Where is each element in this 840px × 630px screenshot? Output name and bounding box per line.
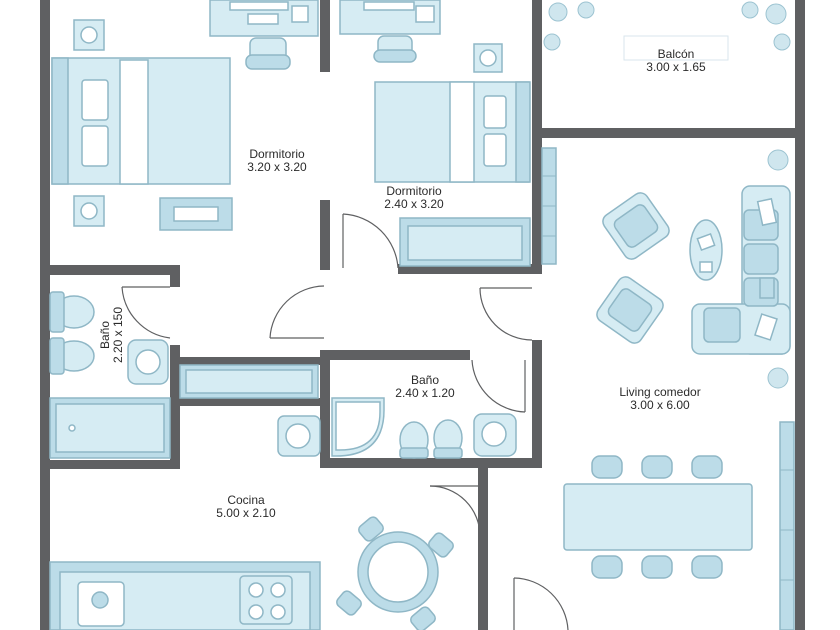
door-swing-icon	[513, 577, 569, 630]
toilet-icon	[433, 419, 463, 459]
walls	[40, 0, 805, 630]
bathtub-icon	[49, 397, 171, 459]
dormitorio-1-furniture	[51, 0, 319, 231]
room-label-living: Living comedor 3.00 x 6.00	[590, 386, 730, 412]
window-icon	[541, 147, 557, 265]
door-swing-icon	[342, 213, 399, 269]
living-furniture	[541, 147, 795, 630]
bed-icon	[51, 57, 231, 185]
room-size: 2.40 x 1.20	[395, 386, 455, 400]
sink-icon	[127, 339, 169, 385]
door-swings	[121, 213, 569, 630]
window-icon	[779, 421, 795, 630]
toilet-icon	[49, 291, 95, 333]
stove-icon	[239, 575, 293, 625]
door-swing-icon	[471, 359, 526, 413]
room-size: 3.20 x 3.20	[247, 160, 307, 174]
door-swing-icon	[121, 286, 171, 339]
shower-icon	[331, 397, 385, 457]
room-label-balcon: Balcón 3.00 x 1.65	[624, 48, 728, 74]
room-name: Dormitorio	[386, 184, 442, 198]
bed-icon	[374, 81, 531, 183]
room-label-dormitorio-1: Dormitorio 3.20 x 3.20	[227, 148, 327, 174]
room-label-bano-1: Baño 2.20 x 150	[98, 285, 125, 385]
bidet-icon	[49, 337, 95, 375]
dormitorio-2-furniture	[339, 0, 531, 267]
washing-machine-icon	[277, 415, 321, 457]
room-name: Baño	[410, 373, 440, 387]
dining-table-icon	[563, 455, 753, 579]
door-swing-icon	[429, 485, 481, 537]
room-name: Balcón	[657, 47, 695, 61]
room-size: 2.40 x 3.20	[384, 197, 444, 211]
door-swing-icon	[479, 287, 533, 341]
plant-icon	[543, 1, 791, 389]
room-size: 3.00 x 6.00	[630, 398, 690, 412]
bano-2-fixtures	[277, 397, 517, 459]
door-swing-icon	[269, 285, 325, 339]
chair-icon	[373, 35, 417, 63]
room-label-cocina: Cocina 5.00 x 2.10	[196, 494, 296, 520]
room-label-bano-2: Baño 2.40 x 1.20	[375, 374, 475, 400]
room-size: 3.00 x 1.65	[646, 60, 706, 74]
nightstand-icon	[473, 43, 503, 73]
coffee-table-icon	[689, 219, 723, 281]
room-size: 5.00 x 2.10	[216, 506, 276, 520]
armchair-icon	[602, 192, 670, 260]
room-label-dormitorio-2: Dormitorio 2.40 x 3.20	[364, 185, 464, 211]
room-name: Cocina	[227, 493, 265, 507]
sofa-icon	[691, 185, 791, 355]
balcon-plants	[543, 1, 791, 389]
room-name: Dormitorio	[249, 147, 305, 161]
armchair-icon	[596, 276, 664, 344]
room-size: 2.20 x 150	[111, 306, 125, 364]
cocina-furniture	[49, 516, 454, 630]
sink-icon	[473, 413, 517, 457]
bano-1-fixtures	[49, 291, 171, 459]
chair-icon	[245, 37, 291, 70]
bidet-icon	[399, 421, 429, 459]
room-name: Living comedor	[619, 385, 701, 399]
round-table-icon	[336, 516, 454, 630]
